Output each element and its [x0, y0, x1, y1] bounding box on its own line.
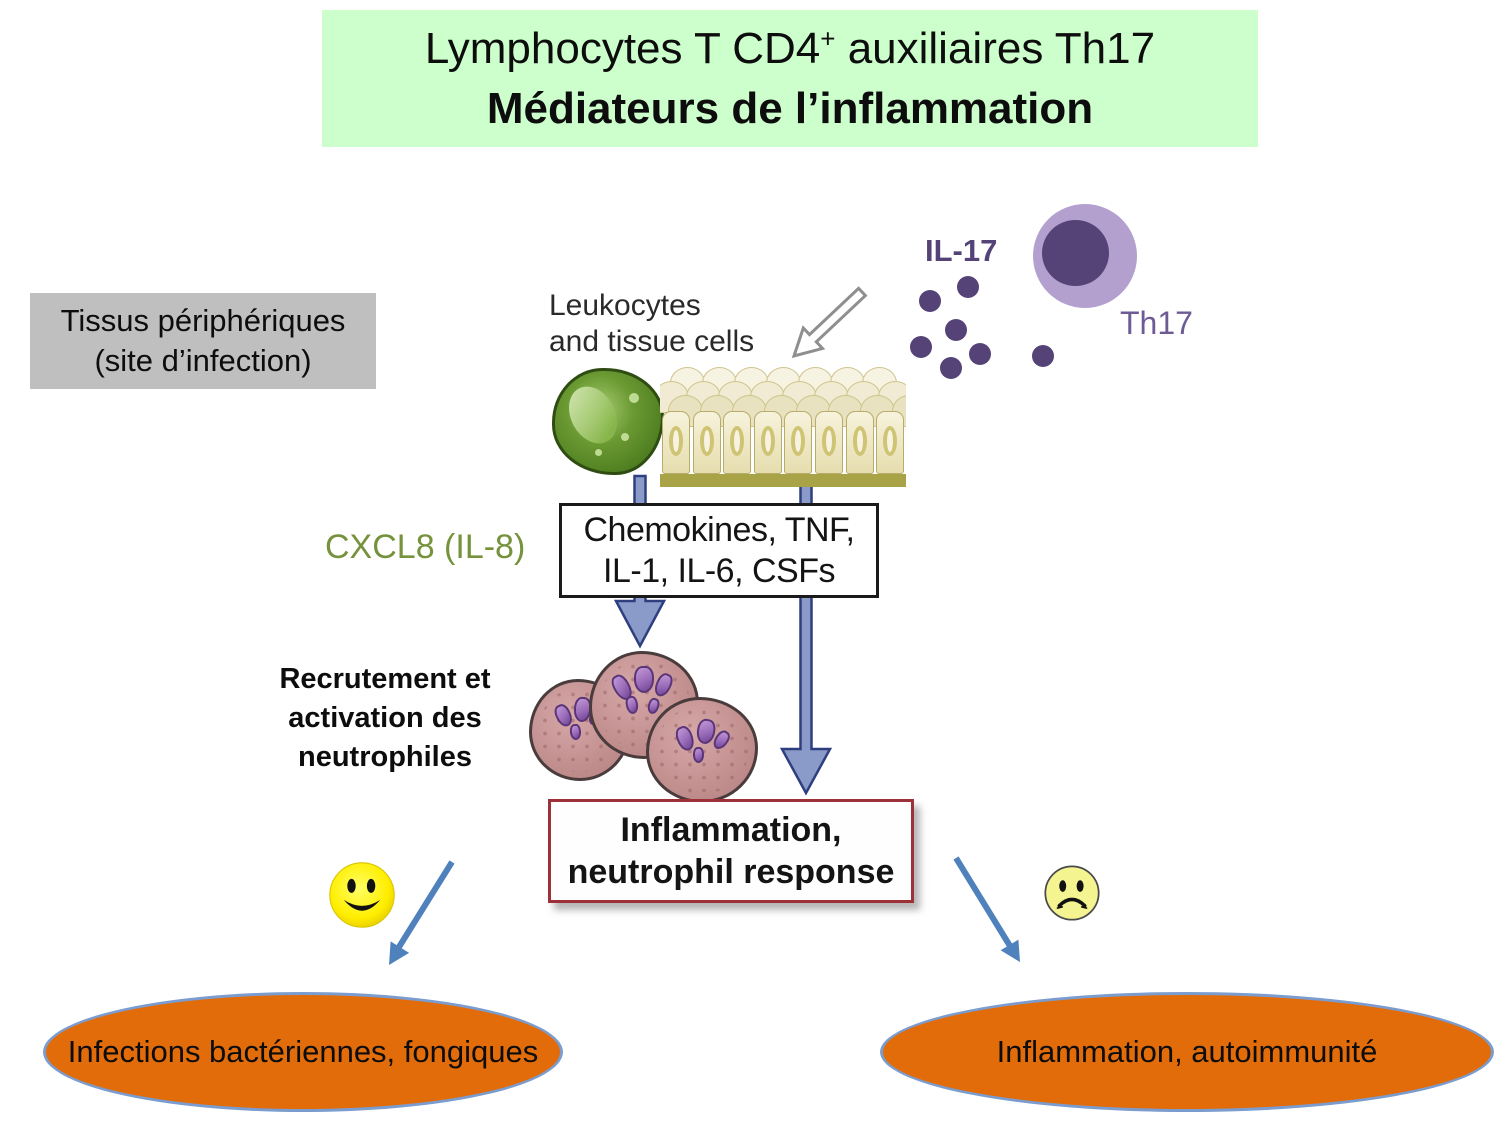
chemokines-line2: IL-1, IL-6, CSFs [603, 551, 835, 590]
il17-dot-icon [910, 336, 932, 358]
outcome-infections-ellipse: Infections bactériennes, fongiques [43, 992, 563, 1112]
recruitment-line2: activation des [288, 702, 482, 734]
slide-title-line2: Médiateurs de l’inflammation [486, 83, 1094, 133]
il17-dot-icon [1032, 345, 1054, 367]
neutrophil-cell-icon [646, 697, 758, 803]
leukocyte-cell-icon [552, 368, 664, 475]
outcome-autoimmunity-label: Inflammation, autoimmunité [996, 1034, 1378, 1069]
tissue-cell-nucleus [852, 426, 867, 456]
bad-outcome-arrow-head-icon [1000, 939, 1020, 962]
th17-cell-nucleus-icon [1042, 220, 1109, 286]
inflammation-response-box: Inflammation, neutrophil response [548, 799, 914, 903]
leukocyte-speck [595, 449, 602, 456]
bad-outcome-arrow-shaft [953, 856, 1013, 948]
slide-title-line1: Lymphocytes T CD4+ auxiliaires Th17 [424, 22, 1156, 73]
tissue-columnar-cell [845, 411, 874, 474]
happy-face-icon [329, 862, 395, 928]
peripheral-tissue-line1: Tissus périphériques [60, 303, 346, 338]
neutrophil-nucleus-lobe [624, 695, 640, 715]
tissue-columnar-cell [784, 411, 813, 474]
outcome-infections-label: Infections bactériennes, fongiques [67, 1034, 539, 1069]
recruitment-line3: neutrophiles [297, 741, 472, 773]
good-outcome-arrow-head-icon [389, 941, 410, 965]
epithelial-tissue-icon [660, 365, 906, 487]
il17-dot-icon [940, 357, 962, 379]
leukocytes-label: Leukocytes and tissue cells [549, 288, 754, 360]
il17-label: IL-17 [925, 233, 998, 268]
sad-face-icon [1044, 865, 1100, 921]
il17-dot-icon [919, 290, 941, 312]
leukocyte-highlight [559, 378, 627, 452]
tissue-cell-nucleus [699, 426, 714, 456]
neutrophil-nucleus-lobe [693, 747, 704, 763]
inflammation-line2: neutrophil response [567, 853, 895, 891]
tissue-cell-nucleus [730, 426, 745, 456]
peripheral-tissue-label-box: Tissus périphériques (site d’infection) [30, 293, 376, 389]
tissue-columnar-cell [753, 411, 782, 474]
tissue-cell-nucleus [822, 426, 836, 456]
recruitment-label: Recrutement et activation des neutrophil… [252, 660, 518, 777]
tissue-cell-nucleus [760, 426, 775, 456]
neutrophil-nucleus-lobe [651, 670, 676, 700]
neutrophil-nucleus-lobe [646, 696, 661, 716]
good-outcome-arrow-shaft [396, 860, 455, 949]
il17-dot-icon [957, 276, 979, 298]
tissue-cell-nucleus [883, 426, 898, 456]
chemokines-line1: Chemokines, TNF, [583, 510, 855, 549]
cxcl8-label: CXCL8 (IL-8) [325, 528, 526, 566]
tissue-columnar-cell [723, 411, 752, 474]
tissue-columnar-cell [815, 411, 843, 474]
recruitment-line1: Recrutement et [279, 663, 491, 695]
il17-dot-icon [945, 319, 967, 341]
outcome-autoimmunity-ellipse: Inflammation, autoimmunité [880, 992, 1494, 1112]
leukocyte-speck [629, 393, 639, 403]
leukocytes-line2: and tissue cells [549, 325, 755, 358]
th17-label: Th17 [1120, 305, 1193, 341]
il17-to-tissue-arrow-icon [791, 286, 868, 359]
neutrophil-nucleus-lobe [569, 723, 582, 741]
slide-title-box: Lymphocytes T CD4+ auxiliaires Th17 Médi… [322, 10, 1258, 147]
leukocytes-line1: Leukocytes [549, 289, 701, 322]
tissue-base-membrane [660, 474, 906, 487]
il17-dot-icon [969, 343, 991, 365]
tissue-cell-nucleus [669, 426, 683, 456]
inflammation-line1: Inflammation, [620, 811, 842, 849]
tissue-cell-nucleus [791, 426, 806, 456]
chemokines-box: Chemokines, TNF, IL-1, IL-6, CSFs [559, 503, 879, 598]
tissue-columnar-cell [876, 411, 905, 474]
tissue-columnar-cell [692, 411, 721, 474]
cd4-plus-superscript: + [820, 22, 836, 53]
leukocyte-speck [621, 433, 629, 441]
peripheral-tissue-line2: (site d’infection) [94, 343, 312, 378]
tissue-columnar-cell [662, 411, 690, 474]
neutrophil-nucleus-lobe [634, 666, 654, 693]
th17-cell-icon [1033, 204, 1137, 308]
